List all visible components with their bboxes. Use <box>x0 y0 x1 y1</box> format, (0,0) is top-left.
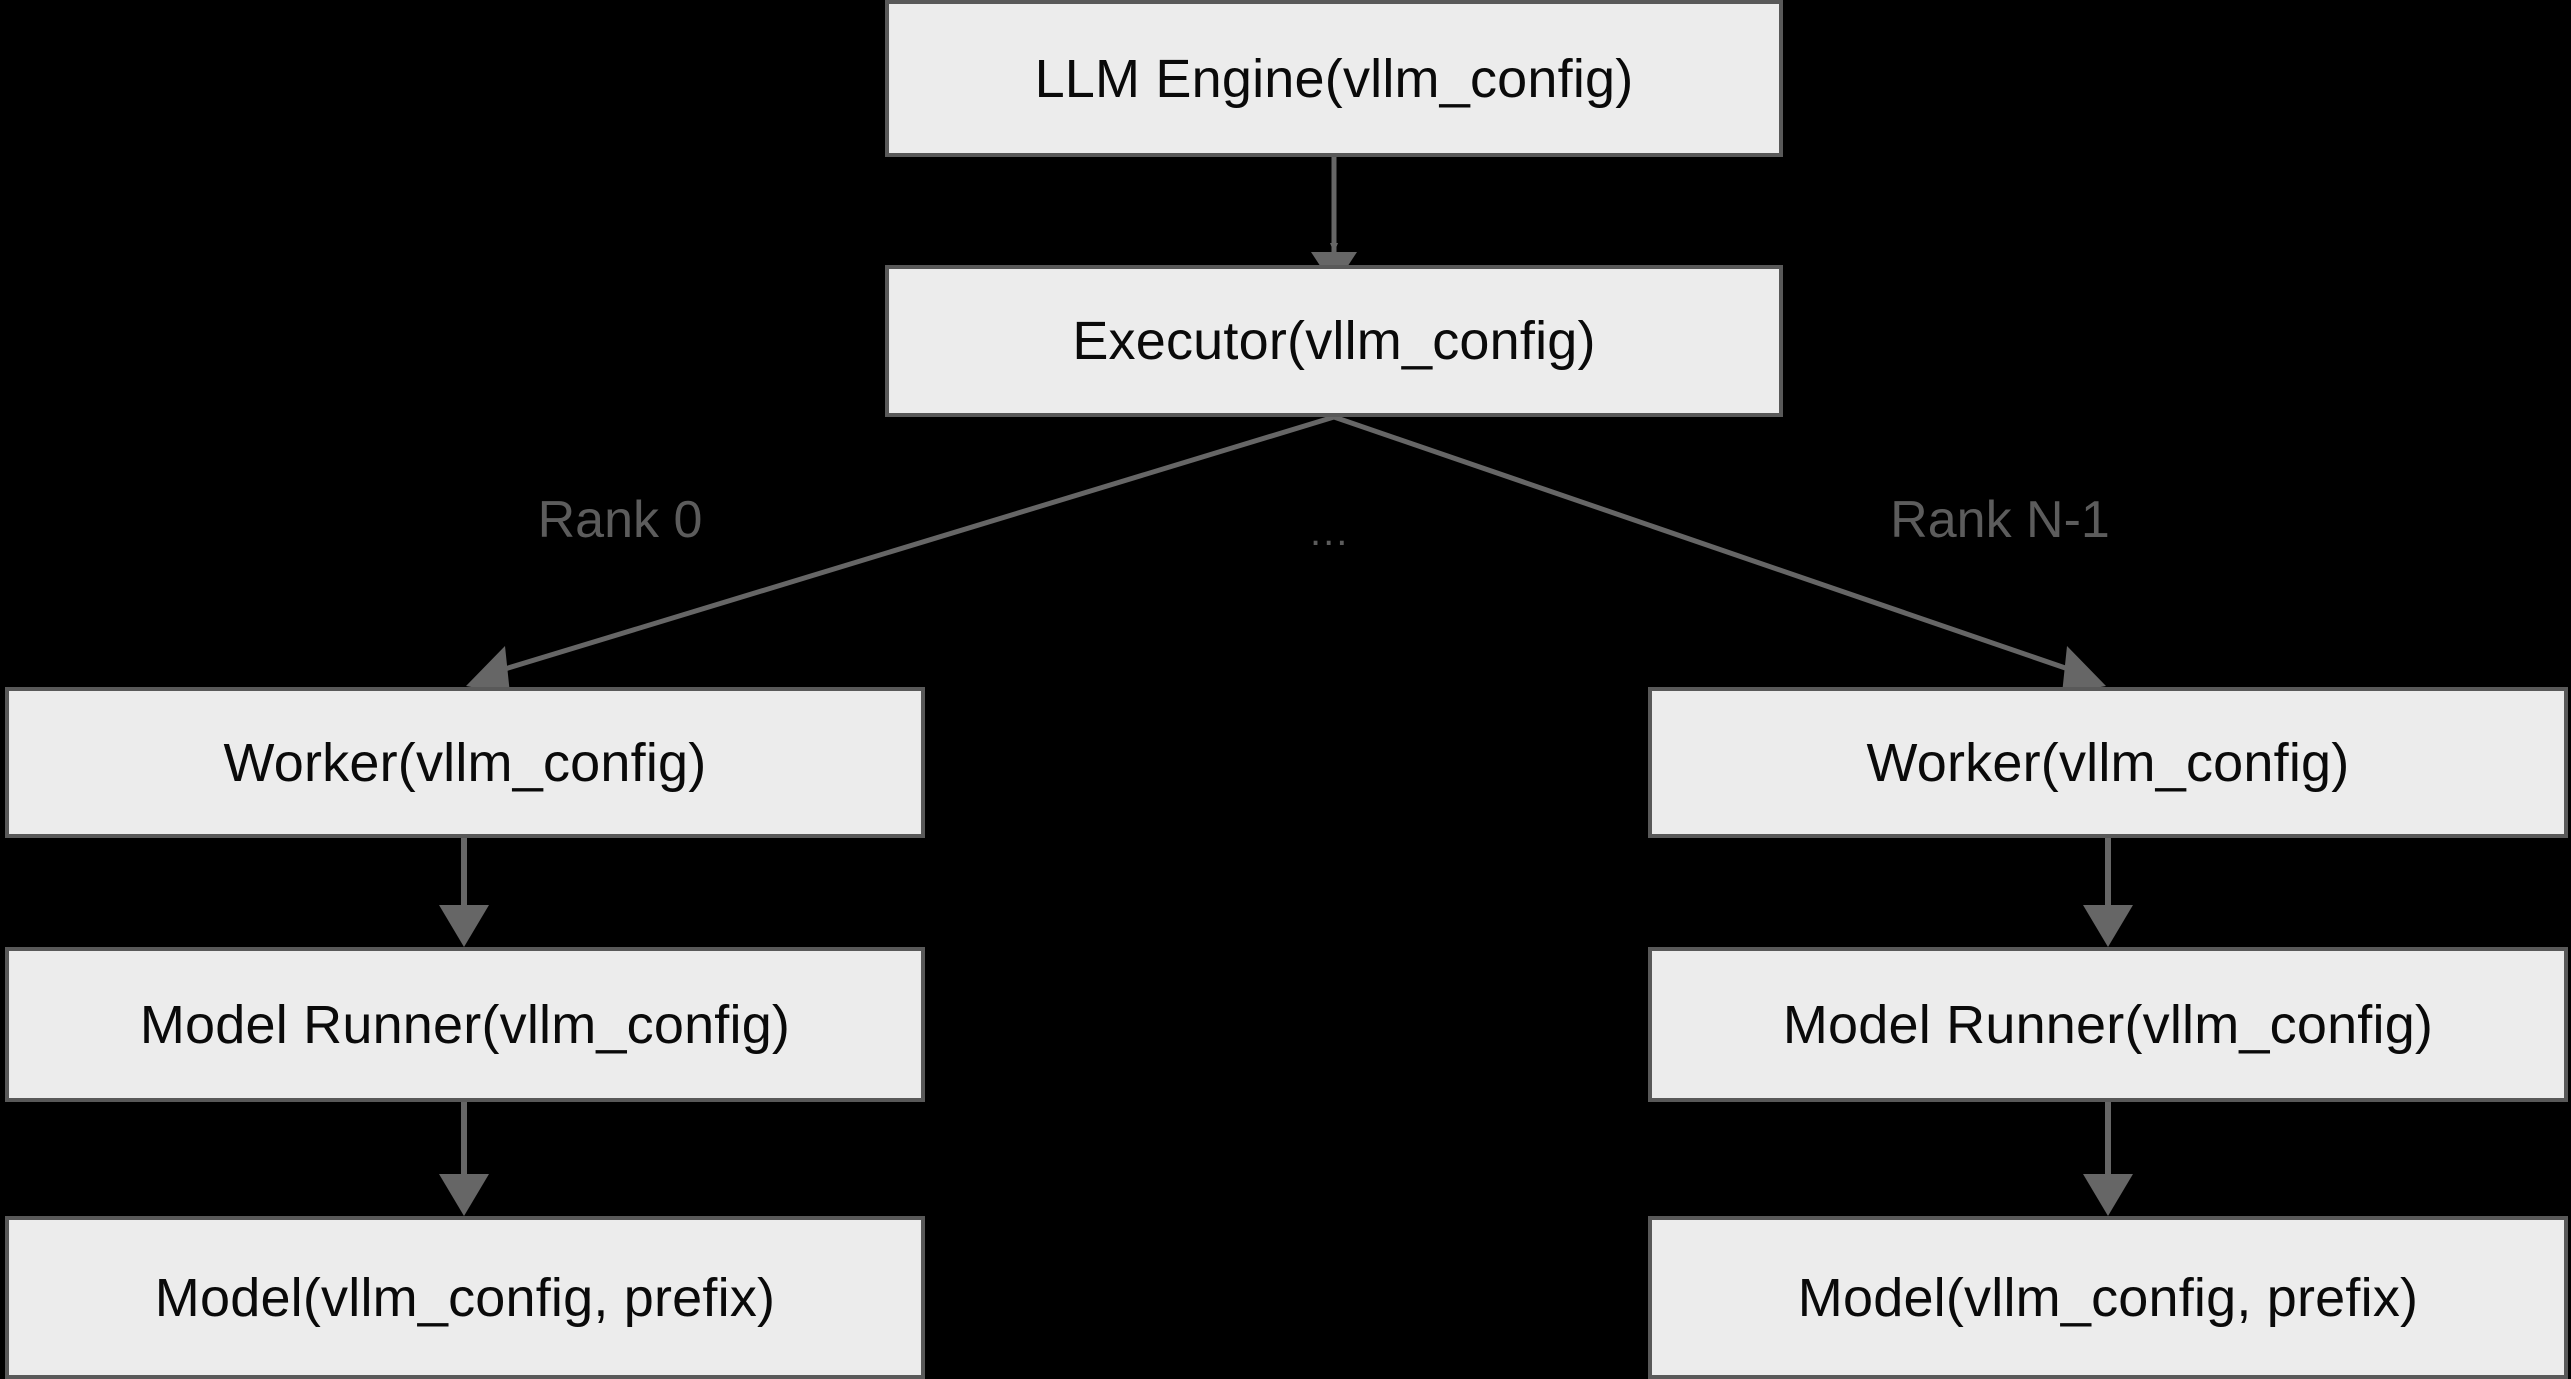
node-model-rankn[interactable]: Model(vllm_config, prefix) <box>1648 1216 2568 1379</box>
edge-label-rank-0: Rank 0 <box>537 491 703 549</box>
edge-worker-to-model-runner-rankn <box>2083 838 2133 947</box>
node-model-rank0-label: Model(vllm_config, prefix) <box>154 1267 776 1328</box>
node-worker-rank0[interactable]: Worker(vllm_config) <box>5 687 925 838</box>
edge-label-rank-ellipsis: ... <box>1310 510 1350 554</box>
node-executor-label: Executor(vllm_config) <box>1072 311 1596 371</box>
node-model-rank0[interactable]: Model(vllm_config, prefix) <box>5 1216 925 1379</box>
node-worker-rankn[interactable]: Worker(vllm_config) <box>1648 687 2568 838</box>
node-model-rankn-label: Model(vllm_config, prefix) <box>1797 1267 2419 1328</box>
edge-model-runner-to-model-rankn <box>2083 1102 2133 1216</box>
edge-executor-to-worker-rank0 <box>466 414 1335 694</box>
node-executor[interactable]: Executor(vllm_config) <box>885 265 1783 417</box>
edge-label-rank-n-1: Rank N-1 <box>1890 491 2110 549</box>
edge-executor-to-worker-rankn <box>1333 414 2106 694</box>
node-worker-rank0-label: Worker(vllm_config) <box>223 732 707 793</box>
node-model-runner-rankn-label: Model Runner(vllm_config) <box>1782 994 2434 1055</box>
node-worker-rankn-label: Worker(vllm_config) <box>1866 732 2350 793</box>
node-llm-engine-label: LLM Engine(vllm_config) <box>1034 48 1634 109</box>
edge-worker-to-model-runner-rank0 <box>439 838 489 947</box>
node-model-runner-rankn[interactable]: Model Runner(vllm_config) <box>1648 947 2568 1102</box>
node-llm-engine[interactable]: LLM Engine(vllm_config) <box>885 0 1783 157</box>
edge-model-runner-to-model-rank0 <box>439 1102 489 1216</box>
node-model-runner-rank0-label: Model Runner(vllm_config) <box>139 994 791 1055</box>
node-model-runner-rank0[interactable]: Model Runner(vllm_config) <box>5 947 925 1102</box>
